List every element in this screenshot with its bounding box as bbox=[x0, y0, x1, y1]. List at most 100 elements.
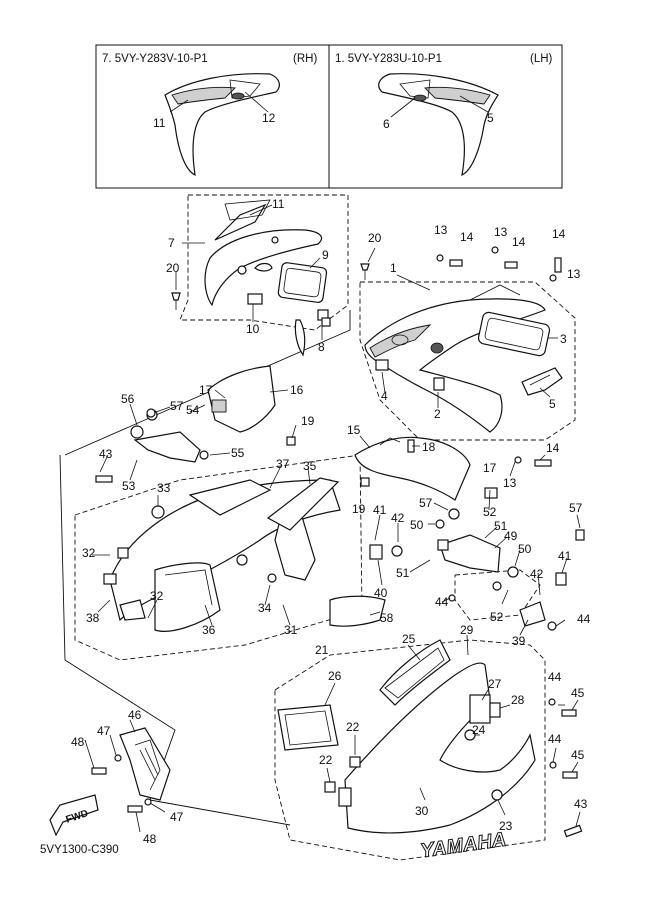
callout-33: 33 bbox=[157, 481, 171, 495]
callout-19-b: 19 bbox=[352, 502, 366, 516]
group-outline-7 bbox=[179, 194, 349, 331]
callout-44-a: 44 bbox=[435, 595, 449, 609]
callout-48-a: 48 bbox=[71, 735, 85, 749]
callout-43-a: 43 bbox=[99, 447, 113, 461]
group-outline-21 bbox=[274, 639, 546, 861]
part-1-cowling-lh bbox=[364, 284, 563, 433]
callout-41-a: 41 bbox=[373, 503, 387, 517]
callout-57-a: 57 bbox=[170, 399, 184, 413]
yamaha-logo-text: YAMAHA bbox=[419, 829, 508, 863]
callout-50-a: 50 bbox=[410, 518, 424, 532]
callout-12-header: 12 bbox=[262, 111, 276, 125]
callout-24: 24 bbox=[472, 723, 486, 737]
callout-43-b: 43 bbox=[574, 797, 588, 811]
callout-34: 34 bbox=[258, 601, 272, 615]
group-outline-31 bbox=[74, 454, 363, 661]
callout-21: 21 bbox=[315, 643, 329, 657]
part-15-inner-panel bbox=[354, 436, 471, 501]
lh-side-label: (LH) bbox=[530, 53, 553, 65]
callout-14-c: 14 bbox=[552, 227, 566, 241]
callout-51-a: 51 bbox=[494, 519, 508, 533]
callout-18: 18 bbox=[422, 440, 436, 454]
callout-17-b: 17 bbox=[483, 461, 497, 475]
leader-lines bbox=[84, 204, 581, 833]
callout-22-b: 22 bbox=[319, 753, 333, 767]
group-outline-1 bbox=[359, 281, 576, 441]
callout-44-d: 44 bbox=[548, 732, 562, 746]
callout-48-b: 48 bbox=[143, 832, 157, 846]
callout-35: 35 bbox=[303, 459, 317, 473]
callout-13-d: 13 bbox=[503, 476, 517, 490]
callout-4: 4 bbox=[381, 389, 388, 403]
callout-58: 58 bbox=[380, 611, 394, 625]
callout-1: 1 bbox=[390, 261, 397, 275]
callout-11-header: 11 bbox=[153, 116, 166, 130]
callout-51-b: 51 bbox=[396, 566, 410, 580]
callout-6-header: 6 bbox=[383, 117, 390, 131]
callout-16: 16 bbox=[290, 383, 304, 397]
callout-32-b: 32 bbox=[150, 589, 164, 603]
callout-42-a: 42 bbox=[391, 511, 405, 525]
part-31-side-cowl bbox=[103, 477, 341, 632]
callout-37: 37 bbox=[276, 457, 290, 471]
callout-3: 3 bbox=[560, 332, 567, 346]
diagram-code: 5VY1300-C390 bbox=[40, 844, 119, 856]
fwd-arrow-icon: FWD bbox=[49, 794, 99, 837]
callout-46: 46 bbox=[128, 708, 142, 722]
callout-17-a: 17 bbox=[199, 383, 213, 397]
callout-14-b: 14 bbox=[512, 235, 526, 249]
callout-20-left: 20 bbox=[166, 261, 180, 275]
callout-47-b: 47 bbox=[170, 810, 184, 824]
callout-numbers: 11 7 9 20 10 8 20 1 13 14 13 14 14 13 3 … bbox=[71, 197, 591, 846]
callout-49: 49 bbox=[504, 529, 518, 543]
callout-36: 36 bbox=[202, 623, 216, 637]
callout-57-c: 57 bbox=[569, 501, 583, 515]
bracket-assembly-49-52 bbox=[369, 534, 519, 591]
callout-13-c: 13 bbox=[567, 267, 581, 281]
callout-10: 10 bbox=[246, 322, 260, 336]
callout-8: 8 bbox=[318, 340, 325, 354]
callout-19-a: 19 bbox=[301, 414, 315, 428]
part-58-panel bbox=[329, 595, 386, 627]
callout-27: 27 bbox=[488, 677, 502, 691]
lh-title: 1. 5VY-Y283U-10-P1 bbox=[335, 53, 442, 65]
part-53-bracket bbox=[133, 431, 201, 463]
callout-45-a: 45 bbox=[571, 686, 585, 700]
fasteners bbox=[91, 246, 585, 838]
callout-7: 7 bbox=[168, 236, 175, 250]
callout-23: 23 bbox=[499, 819, 513, 833]
rh-side-label: (RH) bbox=[293, 53, 317, 65]
callout-53: 53 bbox=[122, 479, 136, 493]
callout-55: 55 bbox=[231, 446, 245, 460]
callout-11: 11 bbox=[272, 197, 285, 211]
frame-line-lower bbox=[149, 799, 291, 826]
callout-40: 40 bbox=[374, 586, 388, 600]
part-7-cowling-rh bbox=[204, 199, 331, 357]
callout-20-right: 20 bbox=[368, 231, 382, 245]
callout-39: 39 bbox=[512, 634, 526, 648]
callout-2: 2 bbox=[434, 407, 441, 421]
callout-56: 56 bbox=[121, 392, 135, 406]
callout-44-b: 44 bbox=[577, 612, 591, 626]
part-16-inner-panel bbox=[207, 365, 276, 433]
part-21-lower-cowl bbox=[277, 639, 536, 834]
callout-52-b: 52 bbox=[490, 610, 504, 624]
callout-13-a: 13 bbox=[434, 223, 448, 237]
callout-45-b: 45 bbox=[571, 748, 585, 762]
rh-title: 7. 5VY-Y283V-10-P1 bbox=[102, 53, 208, 65]
callout-38: 38 bbox=[86, 611, 100, 625]
callout-42-b: 42 bbox=[530, 567, 544, 581]
callout-52-a: 52 bbox=[483, 505, 497, 519]
callout-31: 31 bbox=[284, 623, 298, 637]
callout-44-c: 44 bbox=[548, 670, 562, 684]
callout-5-header: 5 bbox=[487, 111, 494, 125]
callout-47-a: 47 bbox=[97, 724, 111, 738]
callout-14-a: 14 bbox=[460, 230, 474, 244]
callout-57-b: 57 bbox=[419, 496, 433, 510]
callout-30: 30 bbox=[415, 804, 429, 818]
callout-5: 5 bbox=[549, 397, 556, 411]
callout-41-b: 41 bbox=[558, 549, 572, 563]
callout-29: 29 bbox=[460, 623, 474, 637]
callout-28: 28 bbox=[511, 693, 525, 707]
